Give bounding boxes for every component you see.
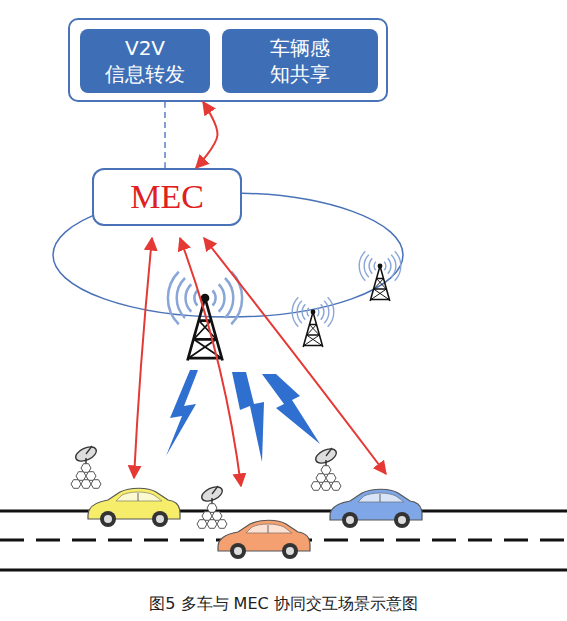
mec-box: MEC: [92, 168, 242, 226]
sensor-icon: [71, 444, 101, 488]
figure-caption: 图5 多车与 MEC 协同交互场景示意图: [0, 594, 567, 615]
box-label: 车辆感知共享: [267, 35, 333, 87]
base-station: [292, 297, 334, 347]
function-box: V2V 信息转发: [80, 29, 210, 93]
data-exchange-arrow: [134, 238, 386, 486]
base-station: [359, 251, 401, 301]
connector: [196, 102, 218, 168]
sensor-icon: [197, 484, 227, 528]
road: [0, 511, 567, 570]
sensor-icon: [311, 446, 341, 490]
box-label: V2V 信息转发: [100, 35, 190, 87]
function-box: 车辆感知共享: [222, 29, 378, 93]
box-label: MEC: [130, 178, 204, 216]
connector: [164, 102, 166, 168]
wireless-link: [166, 370, 320, 462]
vehicle: [330, 489, 422, 528]
vehicle: [88, 488, 180, 527]
group-box: V2V 信息转发 车辆感知共享: [68, 18, 388, 102]
vehicle: [218, 520, 310, 559]
